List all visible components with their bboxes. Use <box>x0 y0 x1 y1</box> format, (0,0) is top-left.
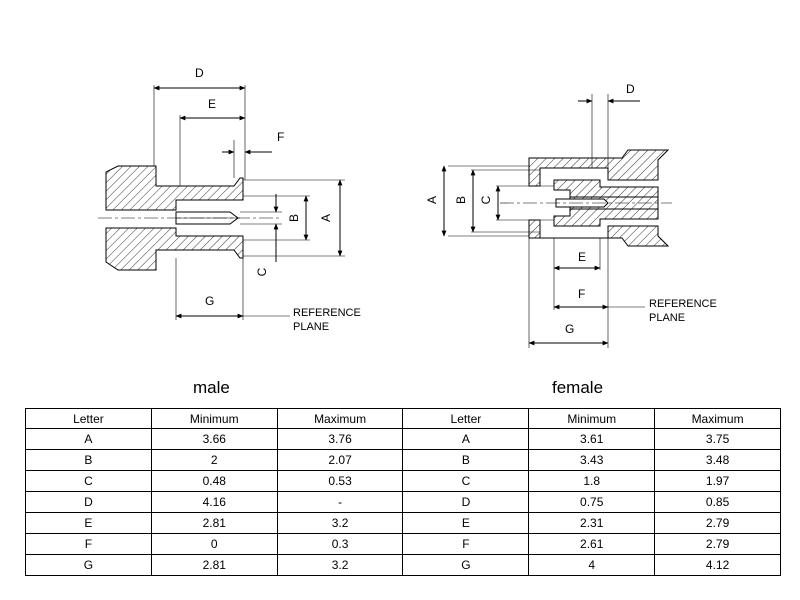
cell-male-letter: C <box>25 470 152 492</box>
male-label-f: F <box>277 130 284 144</box>
cell-male-letter: D <box>25 491 152 513</box>
cell-male-maximum: 3.2 <box>276 512 404 534</box>
dimensions-table: Letter Minimum Maximum Letter Minimum Ma… <box>25 408 781 576</box>
header-female-minimum: Minimum <box>528 408 656 429</box>
cell-female-letter: C <box>402 470 530 492</box>
cell-male-minimum: 4.16 <box>150 491 278 513</box>
cell-female-minimum: 2.61 <box>528 533 656 555</box>
male-body-lower <box>105 227 244 271</box>
cell-female-minimum: 3.61 <box>528 428 656 450</box>
male-label-d: D <box>195 66 204 80</box>
female-label-c: C <box>479 195 493 204</box>
cell-male-maximum: - <box>276 491 404 513</box>
cell-female-letter: E <box>402 512 530 534</box>
cell-female-maximum: 0.85 <box>654 491 781 513</box>
cell-male-letter: E <box>25 512 152 534</box>
male-label-a: A <box>319 214 333 222</box>
female-reference-plane-1: REFERENCE <box>649 298 717 310</box>
female-label-b: B <box>454 196 468 204</box>
cell-female-minimum: 3.43 <box>528 449 656 471</box>
female-labels: D A B C E F G REFERENCE PLANE <box>425 82 717 336</box>
cell-female-letter: G <box>402 554 530 576</box>
cell-male-maximum: 3.76 <box>276 428 404 450</box>
male-reference-plane-2: PLANE <box>293 321 329 333</box>
cell-male-minimum: 2.81 <box>150 512 278 534</box>
female-socket-lower <box>553 208 659 227</box>
cell-female-letter: A <box>402 428 530 450</box>
header-male-minimum: Minimum <box>150 408 278 429</box>
male-drawing <box>98 85 345 320</box>
cell-male-minimum: 2.81 <box>150 554 278 576</box>
cell-male-minimum: 2 <box>150 449 278 471</box>
female-drawing <box>441 94 672 348</box>
cell-male-maximum: 3.2 <box>276 554 404 576</box>
cell-female-maximum: 3.48 <box>654 449 781 471</box>
table-header-row: Letter Minimum Maximum Letter Minimum Ma… <box>25 408 781 429</box>
female-label-d: D <box>626 82 635 96</box>
male-label-e: E <box>208 97 216 111</box>
caption-male: male <box>193 378 230 397</box>
cell-female-minimum: 4 <box>528 554 656 576</box>
female-label-g: G <box>565 322 574 336</box>
cell-female-minimum: 0.75 <box>528 491 656 513</box>
cell-female-letter: D <box>402 491 530 513</box>
cell-male-minimum: 0 <box>150 533 278 555</box>
header-male-letter: Letter <box>25 408 152 429</box>
cell-female-maximum: 2.79 <box>654 512 781 534</box>
cell-female-minimum: 1.8 <box>528 470 656 492</box>
cell-male-minimum: 0.48 <box>150 470 278 492</box>
male-labels: D E F A B C G REFERENCE PLANE <box>195 66 361 333</box>
header-female-maximum: Maximum <box>654 408 781 429</box>
cell-male-letter: A <box>25 428 152 450</box>
male-label-b: B <box>287 214 301 222</box>
cell-female-letter: F <box>402 533 530 555</box>
cell-female-minimum: 2.31 <box>528 512 656 534</box>
cell-male-maximum: 0.53 <box>276 470 404 492</box>
female-label-f: F <box>578 287 585 301</box>
female-label-e: E <box>578 250 586 264</box>
cell-male-letter: G <box>25 554 152 576</box>
male-reference-plane-1: REFERENCE <box>293 307 361 319</box>
cell-male-maximum: 0.3 <box>276 533 404 555</box>
cell-male-minimum: 3.66 <box>150 428 278 450</box>
cell-female-maximum: 4.12 <box>654 554 781 576</box>
cell-female-letter: B <box>402 449 530 471</box>
cell-female-maximum: 1.97 <box>654 470 781 492</box>
male-label-g: G <box>205 294 214 308</box>
male-label-c: C <box>255 267 269 276</box>
cell-female-maximum: 3.75 <box>654 428 781 450</box>
male-body-upper <box>105 165 244 211</box>
connector-drawing: D E F A B C G REFERENCE PLANE <box>98 66 717 348</box>
female-socket-upper <box>553 179 659 198</box>
female-reference-plane-2: PLANE <box>649 312 685 324</box>
caption-female: female <box>552 378 604 397</box>
female-body-lower <box>528 219 670 247</box>
cell-female-maximum: 2.79 <box>654 533 781 555</box>
header-female-letter: Letter <box>402 408 530 429</box>
header-male-maximum: Maximum <box>276 408 404 429</box>
cell-male-letter: B <box>25 449 152 471</box>
cell-male-maximum: 2.07 <box>276 449 404 471</box>
cell-male-letter: F <box>25 533 152 555</box>
female-label-a: A <box>425 196 439 204</box>
